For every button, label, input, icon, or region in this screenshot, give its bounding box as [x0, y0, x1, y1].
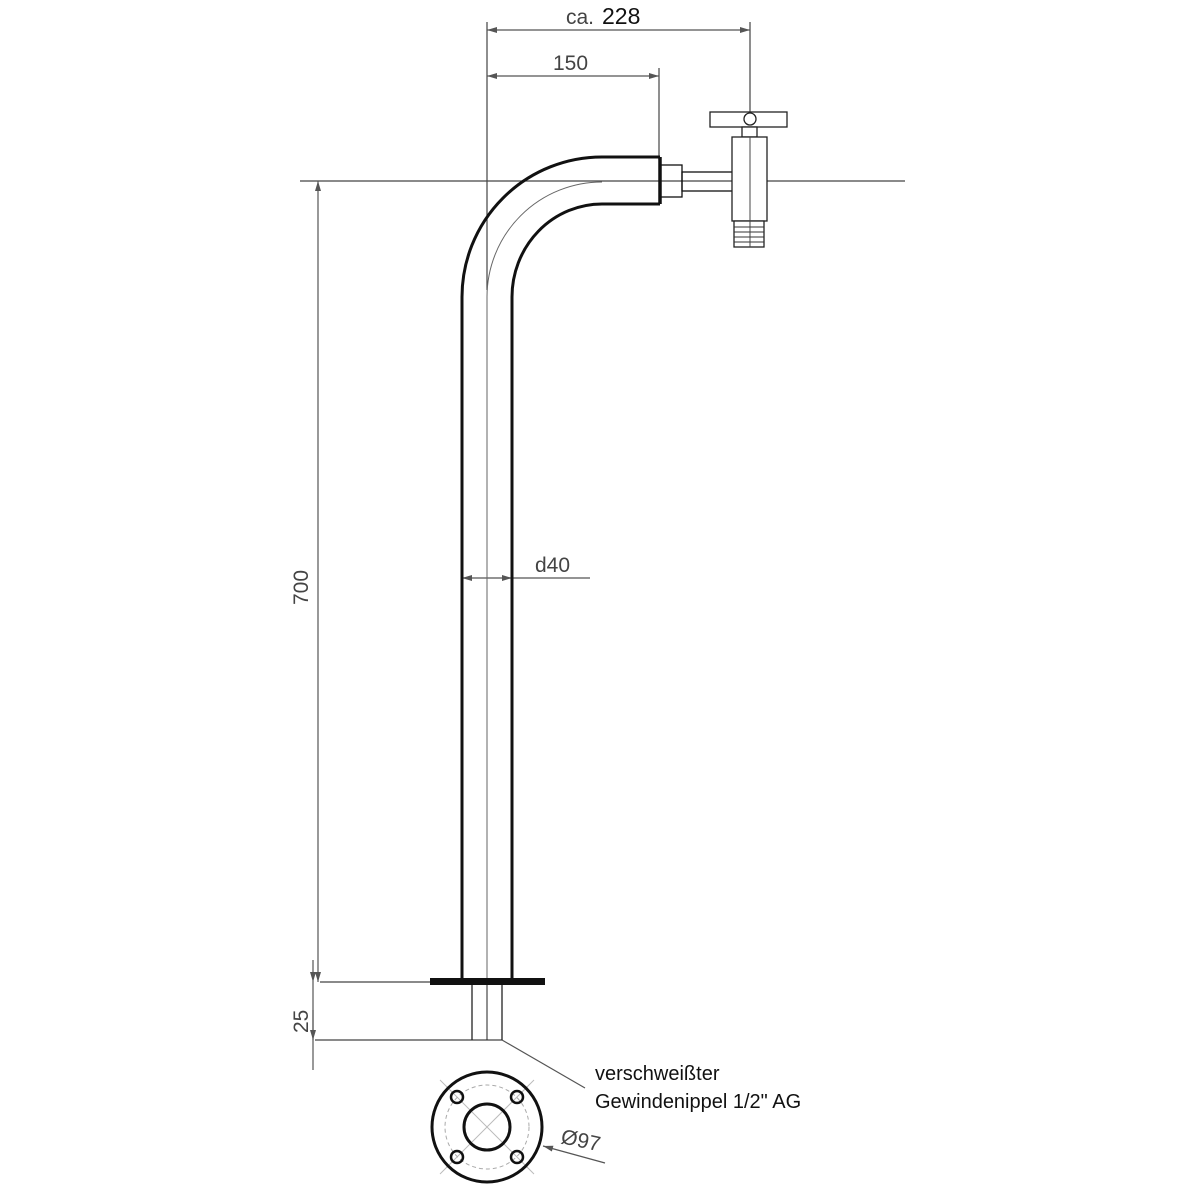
pipe-outer-wall: [460, 155, 660, 980]
flange-top-view: [430, 1070, 544, 1184]
bolt-hole: [509, 1149, 525, 1165]
flange-outer-circle: [430, 1070, 544, 1184]
bolt-hole: [509, 1089, 525, 1105]
diameter-leader: [542, 1145, 606, 1164]
flange-bore: [462, 1102, 512, 1152]
tap-thread: [733, 220, 765, 248]
base-flange: [430, 978, 545, 985]
bolt-circle: [444, 1084, 530, 1170]
bolt-hole: [449, 1089, 465, 1105]
dim-label-prefix: ca.: [566, 6, 594, 29]
dim-label-25: 25: [290, 1010, 313, 1033]
bolt-hole: [449, 1149, 465, 1165]
dim-label-diameter-97: Ø97: [559, 1125, 603, 1156]
dim-label-700: 700: [290, 570, 313, 605]
standpipe: [460, 155, 735, 980]
note-line-2: Gewindenippel 1/2" AG: [595, 1091, 801, 1113]
dim-label-d40: d40: [535, 554, 570, 577]
note-leader: [501, 1039, 586, 1089]
handle-knob: [743, 112, 757, 126]
dim-label-150: 150: [553, 52, 588, 75]
pipe-centerline: [486, 181, 603, 980]
reference-lines: [300, 22, 905, 1041]
tap-neck: [741, 126, 758, 138]
tap: [709, 111, 788, 248]
note-line-1: verschweißter: [595, 1063, 720, 1085]
pipe-inner-wall: [510, 202, 660, 980]
threaded-nipple: [471, 985, 503, 1040]
dim-label-228: 228: [602, 3, 640, 29]
